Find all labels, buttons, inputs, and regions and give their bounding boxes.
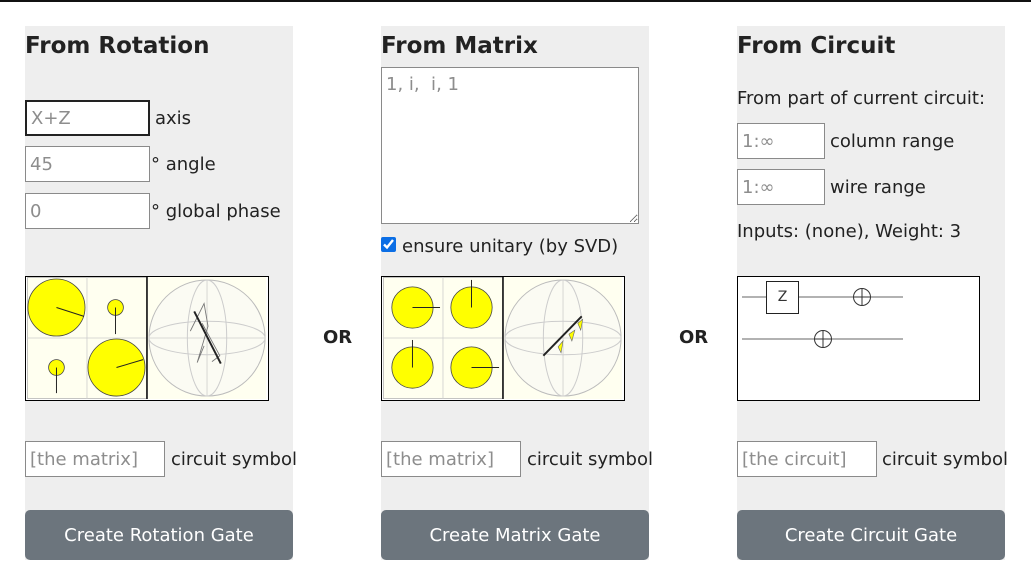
matrix-panel: From Matrix ensure unitary (by SVD) <box>381 26 653 560</box>
matrix-title: From Matrix <box>381 33 538 59</box>
angle-label: ° angle <box>151 154 216 175</box>
top-border <box>0 0 1031 2</box>
rotation-panel: From Rotation axis ° angle ° global phas… <box>25 26 297 560</box>
rotation-title: From Rotation <box>25 33 210 59</box>
rotation-bloch-sphere <box>147 277 267 400</box>
create-rotation-gate-button[interactable]: Create Rotation Gate <box>25 510 293 560</box>
circuit-wires <box>742 288 903 348</box>
wire-range-input[interactable] <box>737 169 825 205</box>
z-gate-label: Z <box>777 289 788 305</box>
rotation-symbol-input[interactable] <box>25 441 165 477</box>
rotation-preview <box>25 276 269 401</box>
circuit-subtitle: From part of current circuit: <box>737 88 986 109</box>
rotation-amplitude-grid <box>26 277 147 400</box>
create-circuit-gate-button[interactable]: Create Circuit Gate <box>737 510 1005 560</box>
matrix-symbol-label: circuit symbol <box>527 449 653 470</box>
column-range-label: column range <box>830 131 955 152</box>
cnot-target-1 <box>853 288 871 306</box>
cnot-target-2 <box>814 330 832 348</box>
circuit-symbol-input[interactable] <box>737 441 877 477</box>
matrix-symbol-input[interactable] <box>381 441 521 477</box>
column-range-input[interactable] <box>737 123 825 159</box>
ensure-unitary-checkbox[interactable] <box>381 237 396 252</box>
matrix-preview <box>381 276 625 401</box>
or-separator-2: OR <box>679 327 709 348</box>
global-phase-label: ° global phase <box>151 201 281 222</box>
ensure-unitary-label: ensure unitary (by SVD) <box>402 236 619 257</box>
axis-label: axis <box>155 108 192 129</box>
z-gate: Z <box>766 281 799 314</box>
global-phase-input[interactable] <box>25 193 150 229</box>
axis-input[interactable] <box>25 100 150 136</box>
circuit-title: From Circuit <box>737 33 896 59</box>
circuit-symbol-label: circuit symbol <box>882 449 1008 470</box>
angle-input[interactable] <box>25 146 150 182</box>
matrix-amplitude-grid <box>382 277 503 400</box>
matrix-bloch-sphere <box>503 277 623 400</box>
matrix-textarea[interactable] <box>381 67 639 224</box>
create-matrix-gate-button[interactable]: Create Matrix Gate <box>381 510 649 560</box>
rotation-symbol-label: circuit symbol <box>171 449 297 470</box>
circuit-info: Inputs: (none), Weight: 3 <box>737 221 962 242</box>
or-separator-1: OR <box>323 327 353 348</box>
circuit-panel: From Circuit From part of current circui… <box>737 26 1008 560</box>
circuit-preview: Z <box>737 276 980 401</box>
wire-range-label: wire range <box>830 177 926 198</box>
